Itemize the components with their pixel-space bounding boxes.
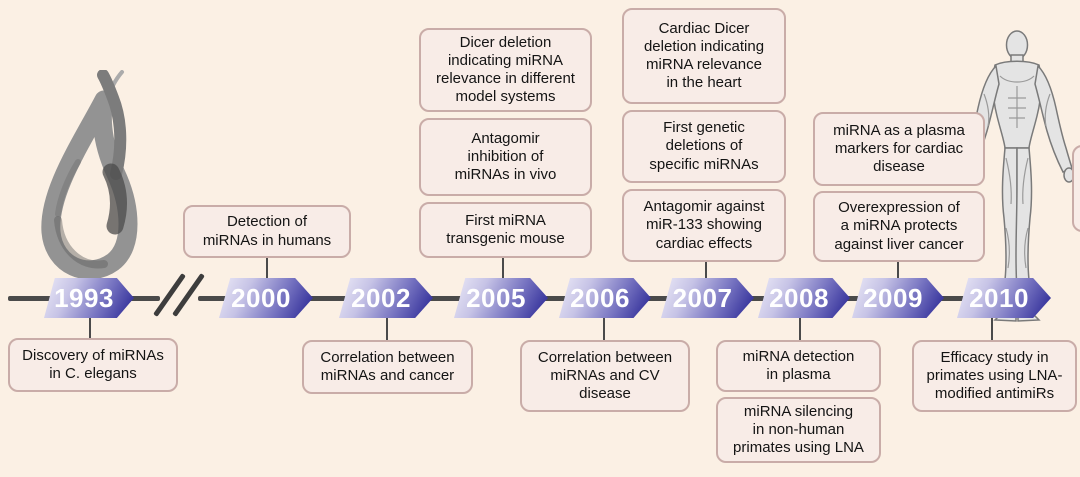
connector-2005 [502, 256, 504, 280]
note-detection-mirnas-humans: Detection of miRNAs in humans [183, 205, 351, 258]
note-dicer-deletion-model-systems: Dicer deletion indicating miRNA relevanc… [419, 28, 592, 112]
year-marker-2002: 2002 [339, 278, 433, 318]
note-clipped-right-edge [1072, 145, 1080, 232]
timeline-break-icon [153, 273, 186, 317]
year-marker-2006: 2006 [559, 278, 651, 318]
connector-2007 [705, 260, 707, 280]
note-efficacy-study-antimirs: Efficacy study in primates using LNA- mo… [912, 340, 1077, 412]
note-antagomir-mir-133: Antagomir against miR-133 showing cardia… [622, 189, 786, 262]
note-antagomir-inhibition-in-vivo: Antagomir inhibition of miRNAs in vivo [419, 118, 592, 196]
note-first-genetic-deletions: First genetic deletions of specific miRN… [622, 110, 786, 183]
note-cardiac-dicer-deletion: Cardiac Dicer deletion indicating miRNA … [622, 8, 786, 104]
connector-2009 [897, 260, 899, 280]
note-first-mirna-transgenic-mouse: First miRNA transgenic mouse [419, 202, 592, 258]
year-marker-2010: 2010 [957, 278, 1051, 318]
year-marker-2008: 2008 [758, 278, 850, 318]
connector-2002 [386, 317, 388, 341]
year-marker-2007: 2007 [661, 278, 754, 318]
year-marker-2000: 2000 [219, 278, 313, 318]
year-marker-2009: 2009 [852, 278, 944, 318]
note-mirna-plasma-markers: miRNA as a plasma markers for cardiac di… [813, 112, 985, 186]
connector-2010 [991, 317, 993, 341]
note-discovery-c-elegans: Discovery of miRNAs in C. elegans [8, 338, 178, 392]
year-marker-1993: 1993 [44, 278, 134, 318]
note-correlation-cancer: Correlation between miRNAs and cancer [302, 340, 473, 394]
note-mirna-detection-plasma: miRNA detection in plasma [716, 340, 881, 392]
connector-2006 [603, 317, 605, 341]
note-overexpression-liver-cancer: Overexpression of a miRNA protects again… [813, 191, 985, 262]
note-mirna-silencing-primates: miRNA silencing in non-human primates us… [716, 397, 881, 463]
connector-1993 [89, 317, 91, 339]
connector-2000 [266, 256, 268, 280]
note-correlation-cv-disease: Correlation between miRNAs and CV diseas… [520, 340, 690, 412]
c-elegans-worm-icon [41, 70, 138, 280]
connector-2008 [799, 317, 801, 341]
year-marker-2005: 2005 [454, 278, 548, 318]
